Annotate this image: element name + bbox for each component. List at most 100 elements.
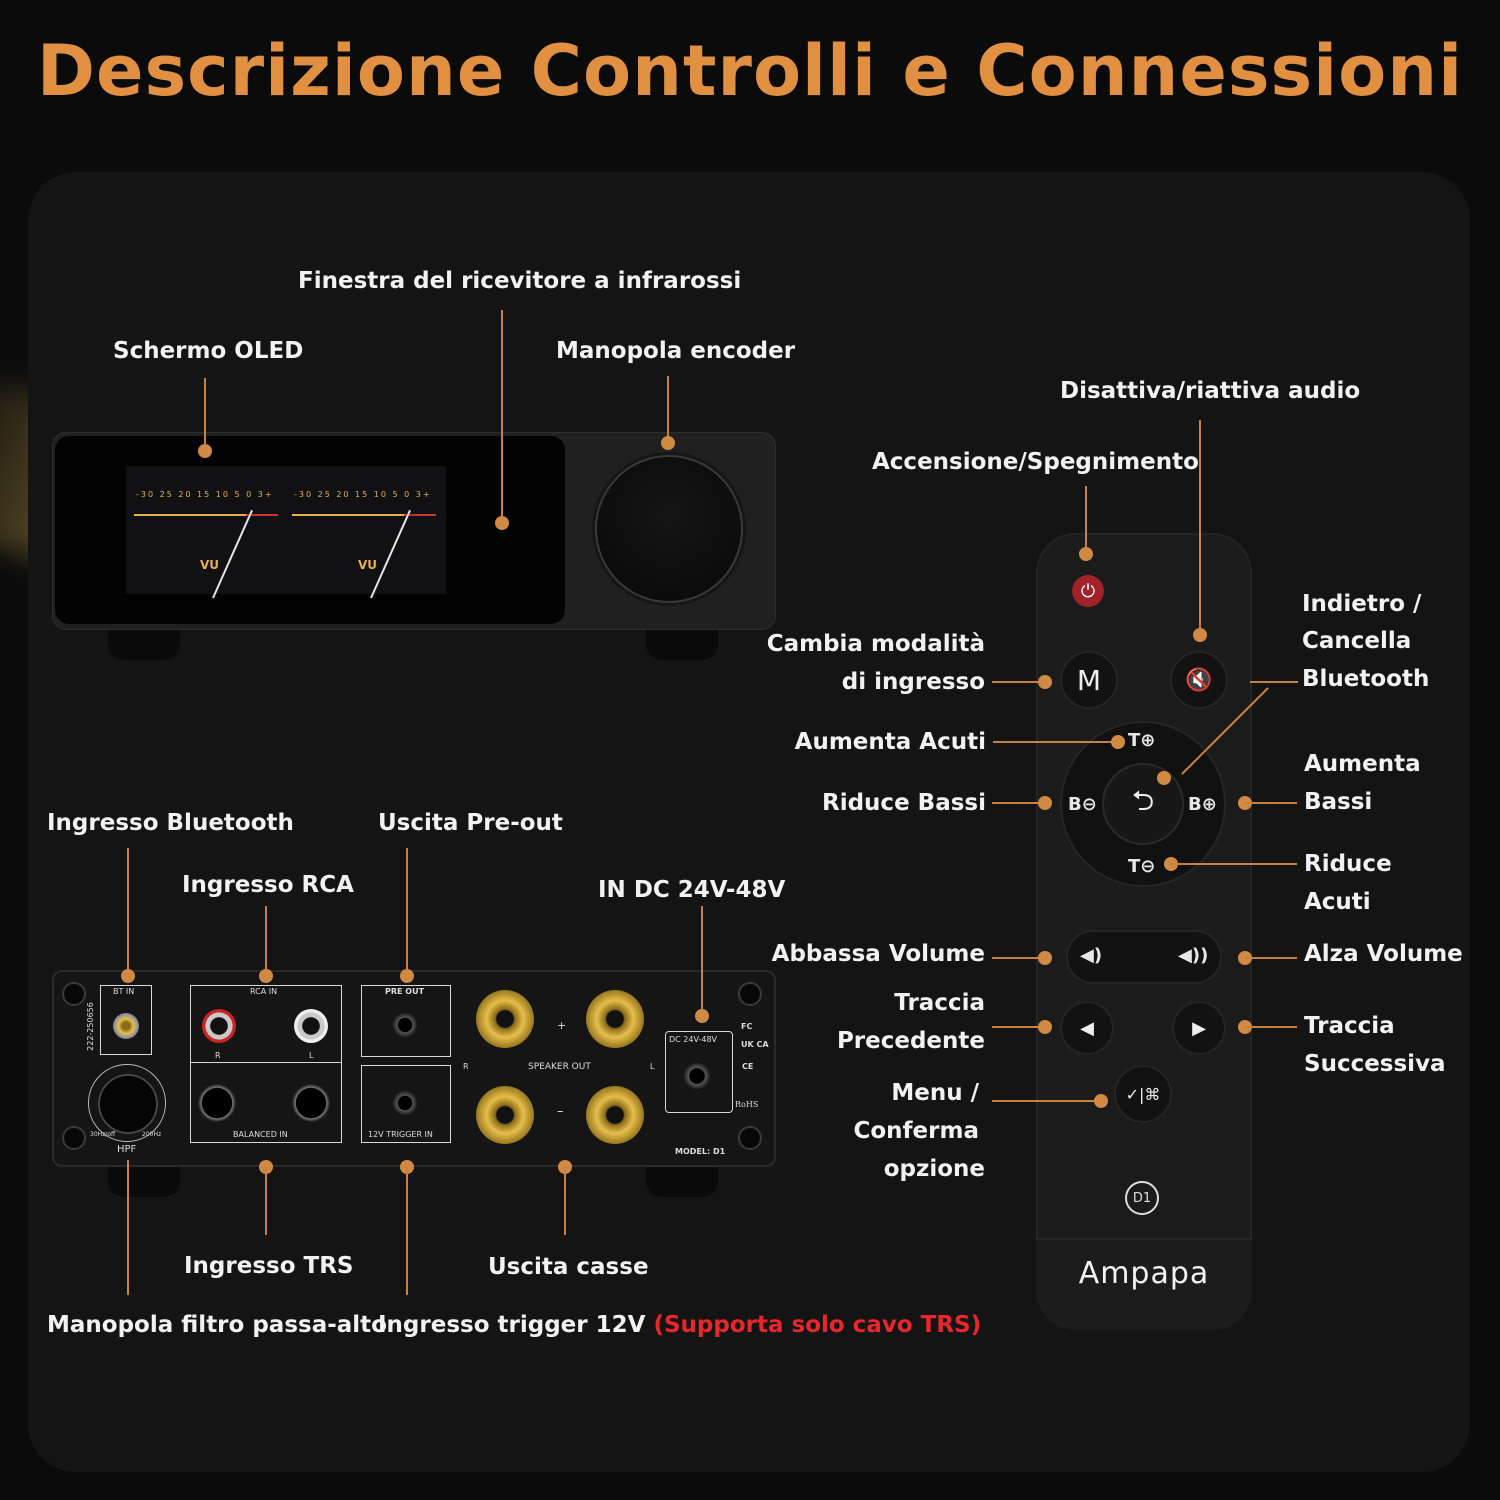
label-back-2: Cancella [1302, 628, 1412, 654]
vu-arc-red [246, 514, 278, 516]
leader-speaker-out [564, 1167, 566, 1235]
pre-out-box [361, 985, 451, 1057]
vu-scale: -30 25 20 15 10 5 0 3+ [294, 490, 432, 499]
trigger-in-text: 12V TRIGGER IN [368, 1130, 433, 1139]
trs-jack-left [292, 1084, 330, 1122]
label-back-3: Bluetooth [1302, 666, 1430, 692]
leader-volume-up [1245, 957, 1297, 959]
leader-trs-in [265, 1167, 267, 1235]
serial-text: 222-250656 [85, 1002, 95, 1051]
speaker-terminal [476, 990, 534, 1048]
label-volume-up: Alza Volume [1304, 941, 1463, 967]
label-volume-down: Abbassa Volume [771, 941, 985, 967]
label-next-2: Successiva [1304, 1051, 1446, 1077]
back-foot-left [108, 1161, 180, 1197]
volume-down-button[interactable]: ◀) [1080, 945, 1103, 966]
leader-encoder [667, 376, 669, 442]
marker-back [1157, 771, 1171, 785]
mode-button[interactable]: M [1062, 653, 1116, 707]
leader-dc-in [701, 906, 703, 1016]
marker-input-mode [1038, 675, 1052, 689]
menu-confirm-button[interactable]: ✓|⌘ [1116, 1067, 1170, 1121]
label-prev-1: Traccia [894, 990, 985, 1016]
label-prev-2: Precedente [836, 1028, 985, 1054]
label-hpf-knob: Manopola filtro passa-alto [47, 1312, 387, 1338]
marker-dc-in [695, 1009, 709, 1023]
leader-next [1245, 1026, 1297, 1028]
vu-label: VU [200, 558, 220, 572]
volume-rocker [1068, 932, 1220, 982]
leader-mute [1199, 420, 1201, 635]
treble-up-button[interactable]: T⊕ [1128, 730, 1156, 751]
amplifier-back [52, 970, 776, 1167]
label-bass-up-2: Bassi [1304, 789, 1373, 815]
leader-ir [501, 310, 503, 524]
label-bass-down: Riduce Bassi [822, 790, 986, 816]
rca-jack-left [294, 1009, 328, 1043]
front-foot-right [646, 626, 718, 660]
label-menu-3: opzione [883, 1156, 985, 1182]
leader-back-h [1250, 681, 1298, 683]
marker-power [1079, 547, 1093, 561]
leader-trigger [406, 1167, 408, 1295]
minus-text: – [557, 1104, 564, 1119]
vu-label: VU [358, 558, 378, 572]
speaker-l-text: L [650, 1062, 655, 1071]
leader-oled [204, 378, 206, 450]
marker-prev [1038, 1020, 1052, 1034]
marker-volume-down [1038, 951, 1052, 965]
treble-down-button[interactable]: T⊖ [1128, 856, 1156, 877]
screw [738, 982, 762, 1006]
marker-oled [198, 444, 212, 458]
leader-prev [992, 1026, 1044, 1028]
hpf-text: HPF [117, 1144, 137, 1155]
label-pre-out: Uscita Pre-out [378, 810, 563, 836]
vu-arc [134, 514, 278, 516]
dc-box [665, 1031, 733, 1113]
label-trigger-text: Ingresso trigger 12V [378, 1312, 646, 1338]
vu-arc [292, 514, 436, 516]
next-track-button[interactable]: ▶ [1174, 1003, 1224, 1053]
label-bt-in: Ingresso Bluetooth [47, 810, 294, 836]
label-treble-down-1: Riduce [1304, 851, 1392, 877]
screw [738, 1126, 762, 1150]
back-arrow-icon: ⮌ [1131, 784, 1155, 817]
leader-bass-down [992, 802, 1044, 804]
remote-battery-cover [1036, 1238, 1252, 1330]
marker-bass-down [1038, 796, 1052, 810]
label-input-mode-2: di ingresso [841, 669, 985, 695]
screw [62, 1126, 86, 1150]
speaker-r-text: R [463, 1062, 469, 1071]
previous-track-button[interactable]: ◀ [1062, 1003, 1112, 1053]
brand-logo: Ampapa [1078, 1256, 1210, 1291]
marker-rca-in [259, 969, 273, 983]
balanced-in-text: BALANCED IN [233, 1130, 288, 1139]
marker-mute [1193, 628, 1207, 642]
front-foot-left [108, 626, 180, 660]
pre-out-jack [393, 1013, 417, 1037]
divider [191, 1062, 341, 1063]
leader-volume-down [992, 957, 1044, 959]
leader-input-mode [992, 681, 1044, 683]
back-foot-right [646, 1161, 718, 1197]
leader-treble-up [993, 741, 1117, 743]
vu-meter-right: -30 25 20 15 10 5 0 3+ VU [286, 466, 442, 599]
encoder-knob [597, 457, 741, 601]
bass-up-button[interactable]: B⊕ [1188, 794, 1217, 815]
bass-down-button[interactable]: B⊖ [1068, 794, 1097, 815]
rca-in-text: RCA IN [250, 987, 278, 996]
dc-text: DC 24V-48V [669, 1035, 718, 1044]
screw [62, 982, 86, 1006]
leader-power [1085, 486, 1087, 554]
label-menu-1: Menu / [891, 1080, 979, 1106]
mute-button[interactable]: 🔇 [1172, 653, 1226, 707]
volume-up-button[interactable]: ◀)) [1178, 945, 1209, 966]
speaker-out-text: SPEAKER OUT [528, 1062, 591, 1072]
marker-encoder [661, 436, 675, 450]
trigger-box [361, 1065, 451, 1143]
power-button[interactable]: ⏻ [1072, 575, 1104, 607]
mute-icon: 🔇 [1185, 667, 1213, 693]
bt-in-box [100, 985, 152, 1055]
leader-hpf-knob [127, 1160, 129, 1295]
hpf-dial-ring [88, 1064, 166, 1142]
